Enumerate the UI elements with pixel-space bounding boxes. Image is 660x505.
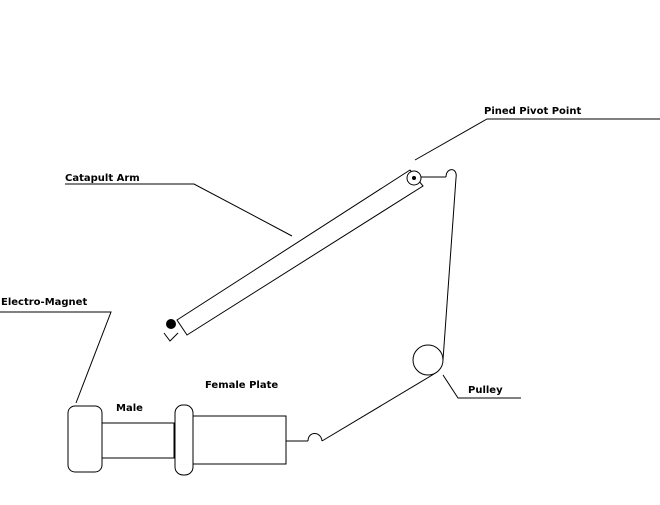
female-plate-disc xyxy=(174,404,194,476)
label-arm: Catapult Arm xyxy=(65,173,140,184)
label-male: Male xyxy=(116,403,143,414)
rope-upper xyxy=(442,177,457,361)
plate-rope-loop xyxy=(307,433,323,442)
pulley-leader-line xyxy=(442,374,521,399)
arm-leader-line xyxy=(65,183,293,237)
pulley-wheel xyxy=(412,344,444,376)
catapult-arm xyxy=(176,169,424,336)
male-part xyxy=(101,422,175,459)
magnet-leader-line xyxy=(0,311,112,404)
arm-latch xyxy=(163,332,179,342)
label-female: Female Plate xyxy=(205,380,278,391)
label-pivot: Pined Pivot Point xyxy=(484,106,581,117)
label-pulley: Pulley xyxy=(468,385,503,396)
electro-magnet xyxy=(67,405,103,473)
projectile-ball xyxy=(166,319,176,329)
rope-lower xyxy=(321,373,435,442)
top-rope-loop xyxy=(445,169,457,179)
pivot-pin-center xyxy=(412,176,416,180)
pivot-leader-line xyxy=(414,118,660,161)
female-plate-body xyxy=(192,415,287,465)
label-magnet: Electro-Magnet xyxy=(1,297,87,308)
